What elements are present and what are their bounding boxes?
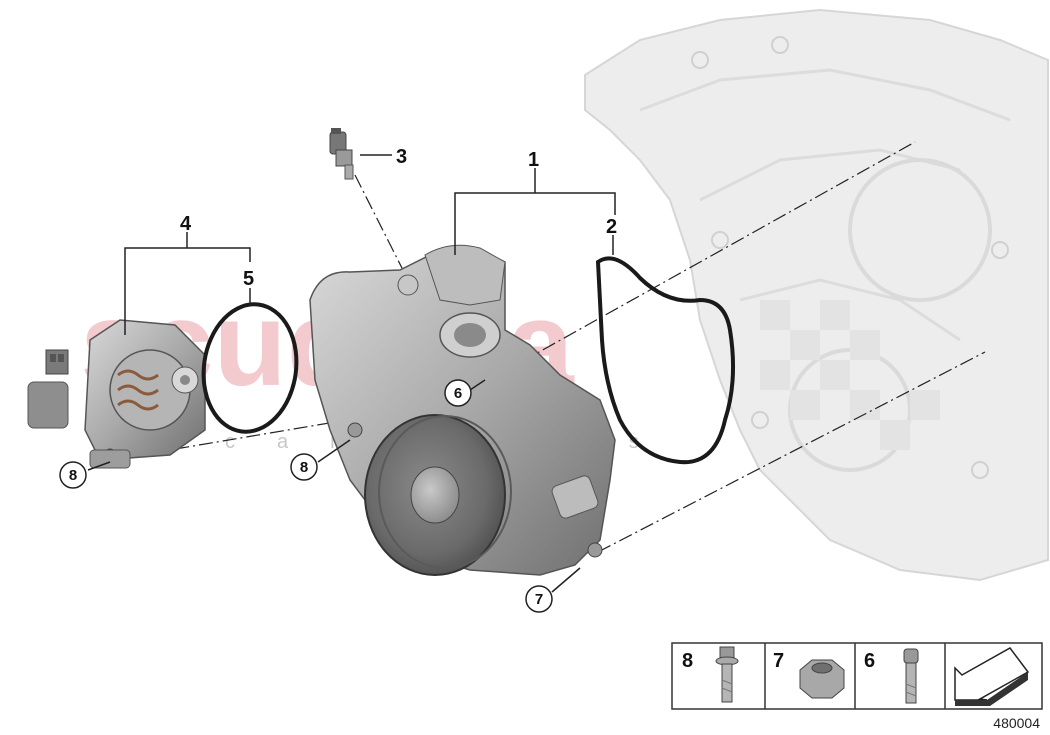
callout-1: 1 [528, 149, 539, 171]
assembly-lines [127, 141, 986, 553]
gasket-2-part [595, 256, 736, 465]
temperature-sensor-part [329, 128, 354, 180]
callout-4: 4 [180, 213, 192, 235]
legend-item-7-number: 7 [773, 650, 784, 672]
engine-block [584, 8, 1049, 582]
hex-nut-icon [799, 659, 845, 699]
callout-7-circle: 7 [525, 585, 553, 613]
callout-8-middle: 8 [300, 459, 308, 476]
fastener-legend: 8 7 6 [671, 642, 1043, 710]
callout-8-left: 8 [69, 467, 77, 484]
callout-6: 6 [454, 385, 462, 402]
callout-leaders [87, 154, 616, 593]
callout-8-middle-circle: 8 [290, 453, 318, 481]
legend-item-6-number: 6 [864, 650, 875, 672]
callout-3: 3 [396, 146, 407, 168]
bolt-icon [903, 648, 919, 704]
callout-7: 7 [535, 591, 543, 608]
legend-item-8-number: 8 [682, 650, 693, 672]
bolt-flange-icon [715, 646, 739, 703]
callout-8-left-circle: 8 [59, 461, 87, 489]
diagram-number: 480004 [993, 715, 1040, 731]
callout-5: 5 [243, 268, 254, 290]
callout-6-circle: 6 [444, 379, 472, 407]
direction-arrow-icon [954, 647, 1030, 706]
o-ring-5-part [201, 302, 299, 434]
water-pump-part [309, 244, 616, 576]
thermostat-part [27, 319, 206, 469]
callout-2: 2 [606, 216, 617, 238]
